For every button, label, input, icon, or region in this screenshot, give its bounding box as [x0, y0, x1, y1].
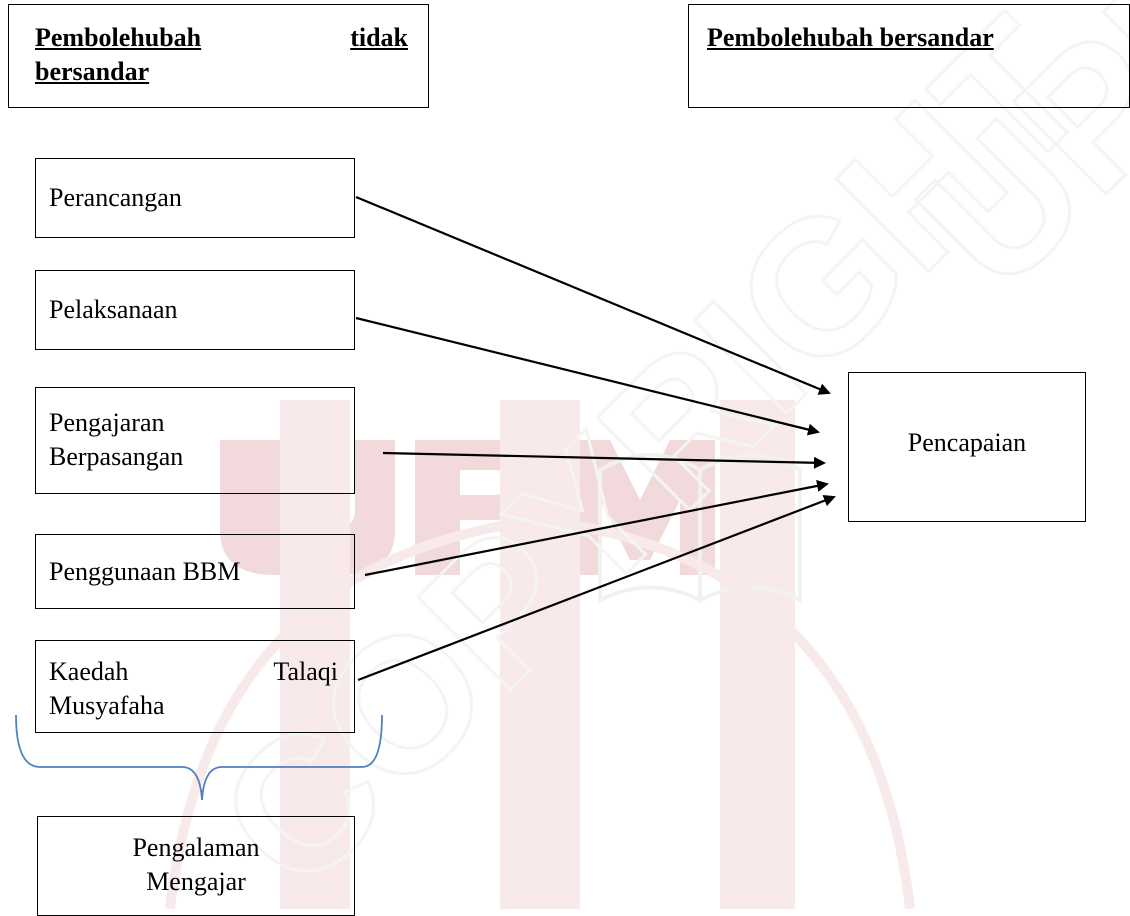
- variable-label-talaqi: Talaqi: [273, 657, 338, 686]
- variable-label-berpasangan: Berpasangan: [49, 442, 184, 471]
- variable-label-kaedah: Kaedah: [49, 657, 129, 686]
- independent-header-word1: Pembolehubah: [35, 23, 202, 52]
- variable-box-pencapaian: Pencapaian: [848, 372, 1086, 522]
- moderator-box-pengalaman-mengajar: Pengalaman Mengajar: [37, 816, 355, 916]
- variable-box-kaedah-talaqi: Kaedah Talaqi Musyafaha: [35, 640, 355, 733]
- dependent-header-label: Pembolehubah bersandar: [707, 23, 994, 52]
- variable-label-penggunaan-bbm: Penggunaan BBM: [49, 557, 241, 586]
- variable-label-pencapaian: Pencapaian: [907, 428, 1027, 457]
- dependent-variable-header: Pembolehubah bersandar: [688, 4, 1130, 108]
- variable-box-penggunaan-bbm: Penggunaan BBM: [35, 534, 355, 609]
- variable-box-pengajaran-berpasangan: Pengajaran Berpasangan: [35, 387, 355, 494]
- moderator-label-pengalaman: Pengalaman: [132, 833, 260, 862]
- independent-header-word3: bersandar: [35, 57, 150, 86]
- variable-label-pengajaran: Pengajaran: [49, 408, 165, 437]
- variable-box-pelaksanaan: Pelaksanaan: [35, 270, 355, 350]
- independent-header-line1: Pembolehubah tidak: [35, 21, 408, 55]
- variable-label-pelaksanaan: Pelaksanaan: [49, 295, 178, 324]
- moderator-label-mengajar: Mengajar: [146, 867, 246, 896]
- variable-label-musyafaha: Musyafaha: [49, 691, 165, 720]
- variable-label-kaedah-talaqi-line1: Kaedah Talaqi: [49, 655, 338, 689]
- independent-variable-header: Pembolehubah tidak bersandar: [8, 4, 429, 108]
- independent-header-word2: tidak: [350, 23, 408, 52]
- variable-label-perancangan: Perancangan: [49, 183, 182, 212]
- variable-box-perancangan: Perancangan: [35, 158, 355, 238]
